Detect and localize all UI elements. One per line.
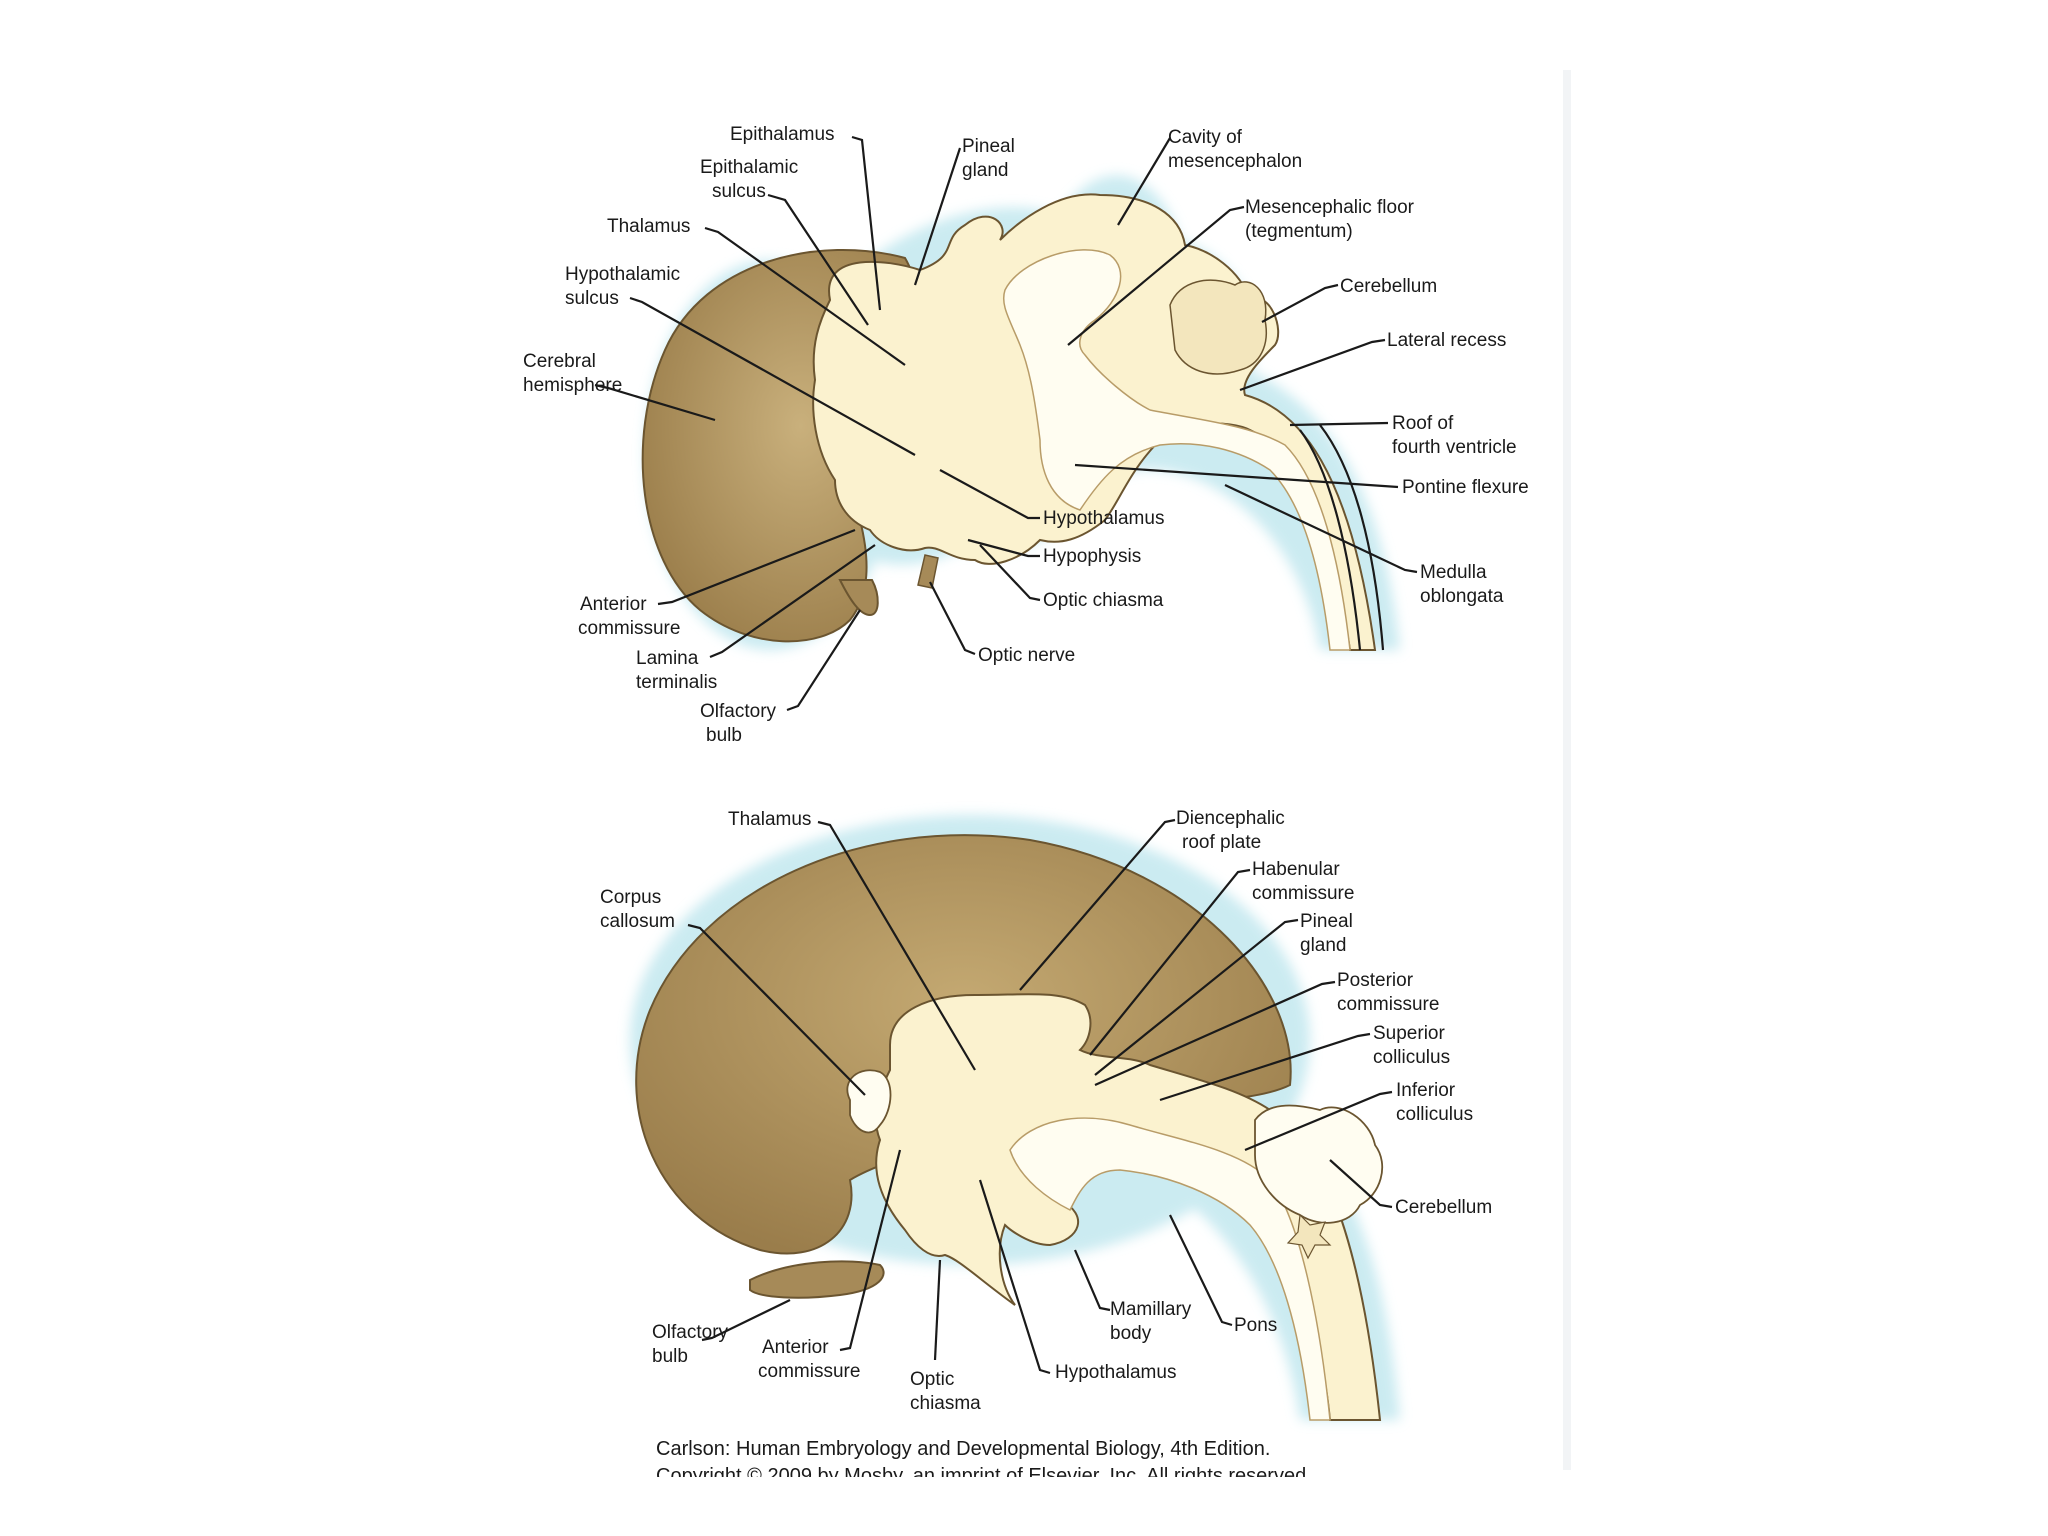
label-pons: Pons — [1234, 1315, 1277, 1336]
label-lateral-recess: Lateral recess — [1387, 330, 1506, 351]
caption-line-2: Copyright © 2009 by Mosby, an imprint of… — [656, 1465, 1312, 1487]
label-cerebellum-bottom: Cerebellum — [1395, 1197, 1492, 1218]
label-hypothalamus-top: Hypothalamus — [1043, 508, 1164, 529]
label-optic-chiasma-top: Optic chiasma — [1043, 590, 1164, 611]
cerebellum-shape-top — [1170, 280, 1266, 374]
bottom-brain-figure — [630, 815, 1400, 1420]
caption-line-1: Carlson: Human Embryology and Developmen… — [656, 1438, 1270, 1460]
page-divider — [1563, 70, 1571, 1470]
label-thalamus-top: Thalamus — [607, 216, 690, 237]
label-hypophysis: Hypophysis — [1043, 546, 1141, 567]
label-pontine-flexure: Pontine flexure — [1402, 477, 1529, 498]
label-hypothalamus-bottom: Hypothalamus — [1055, 1362, 1176, 1383]
label-thalamus-bottom: Thalamus — [728, 809, 811, 830]
label-optic-nerve: Optic nerve — [978, 645, 1075, 666]
label-cerebellum-top: Cerebellum — [1340, 276, 1437, 297]
label-epithalamus-top: Epithalamus — [730, 124, 835, 145]
label-mesencephalic-floor: Mesencephalic floor(tegmentum) — [1245, 197, 1415, 242]
top-brain-figure — [643, 175, 1400, 650]
citation-caption: Carlson: Human Embryology and Developmen… — [656, 1438, 1312, 1487]
